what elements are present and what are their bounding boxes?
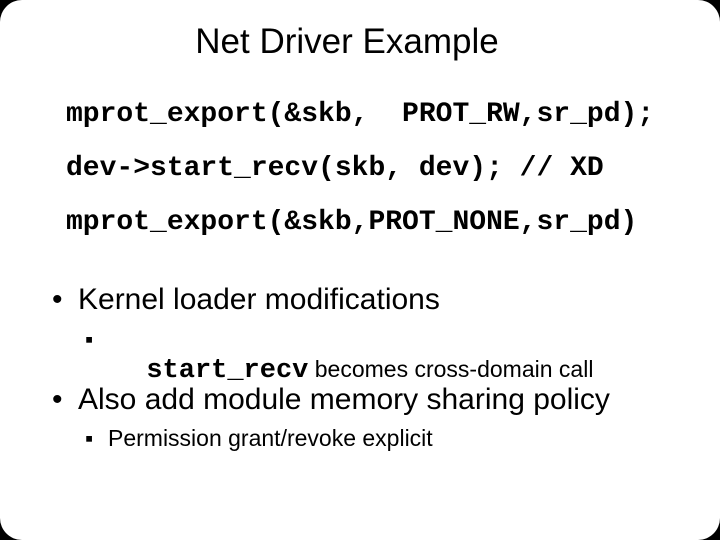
code-line-mprot-export-rw: mprot_export(&skb, PROT_RW,sr_pd); (66, 99, 655, 130)
bullet-module-memory-policy: Also add module memory sharing policy (78, 383, 610, 416)
sub-bullet-start-recv: start_recv becomes cross-domain call (108, 324, 593, 416)
square-bullet-icon: ▪ (85, 425, 94, 451)
code-line-mprot-export-none: mprot_export(&skb,PROT_NONE,sr_pd) (66, 207, 638, 238)
code-line-start-recv-call: dev->start_recv(skb, dev); // XD (66, 153, 604, 184)
round-bullet-icon: • (52, 283, 63, 316)
start-recv-code-token: start_recv (146, 356, 309, 386)
slide-title: Net Driver Example (195, 22, 499, 61)
sub-bullet-permission-grant: Permission grant/revoke explicit (108, 425, 433, 451)
bullet-kernel-loader: Kernel loader modifications (78, 283, 440, 316)
square-bullet-icon: ▪ (85, 326, 94, 352)
sub-bullet-start-recv-text: becomes cross-domain call (308, 356, 594, 382)
round-bullet-icon: • (52, 383, 63, 416)
